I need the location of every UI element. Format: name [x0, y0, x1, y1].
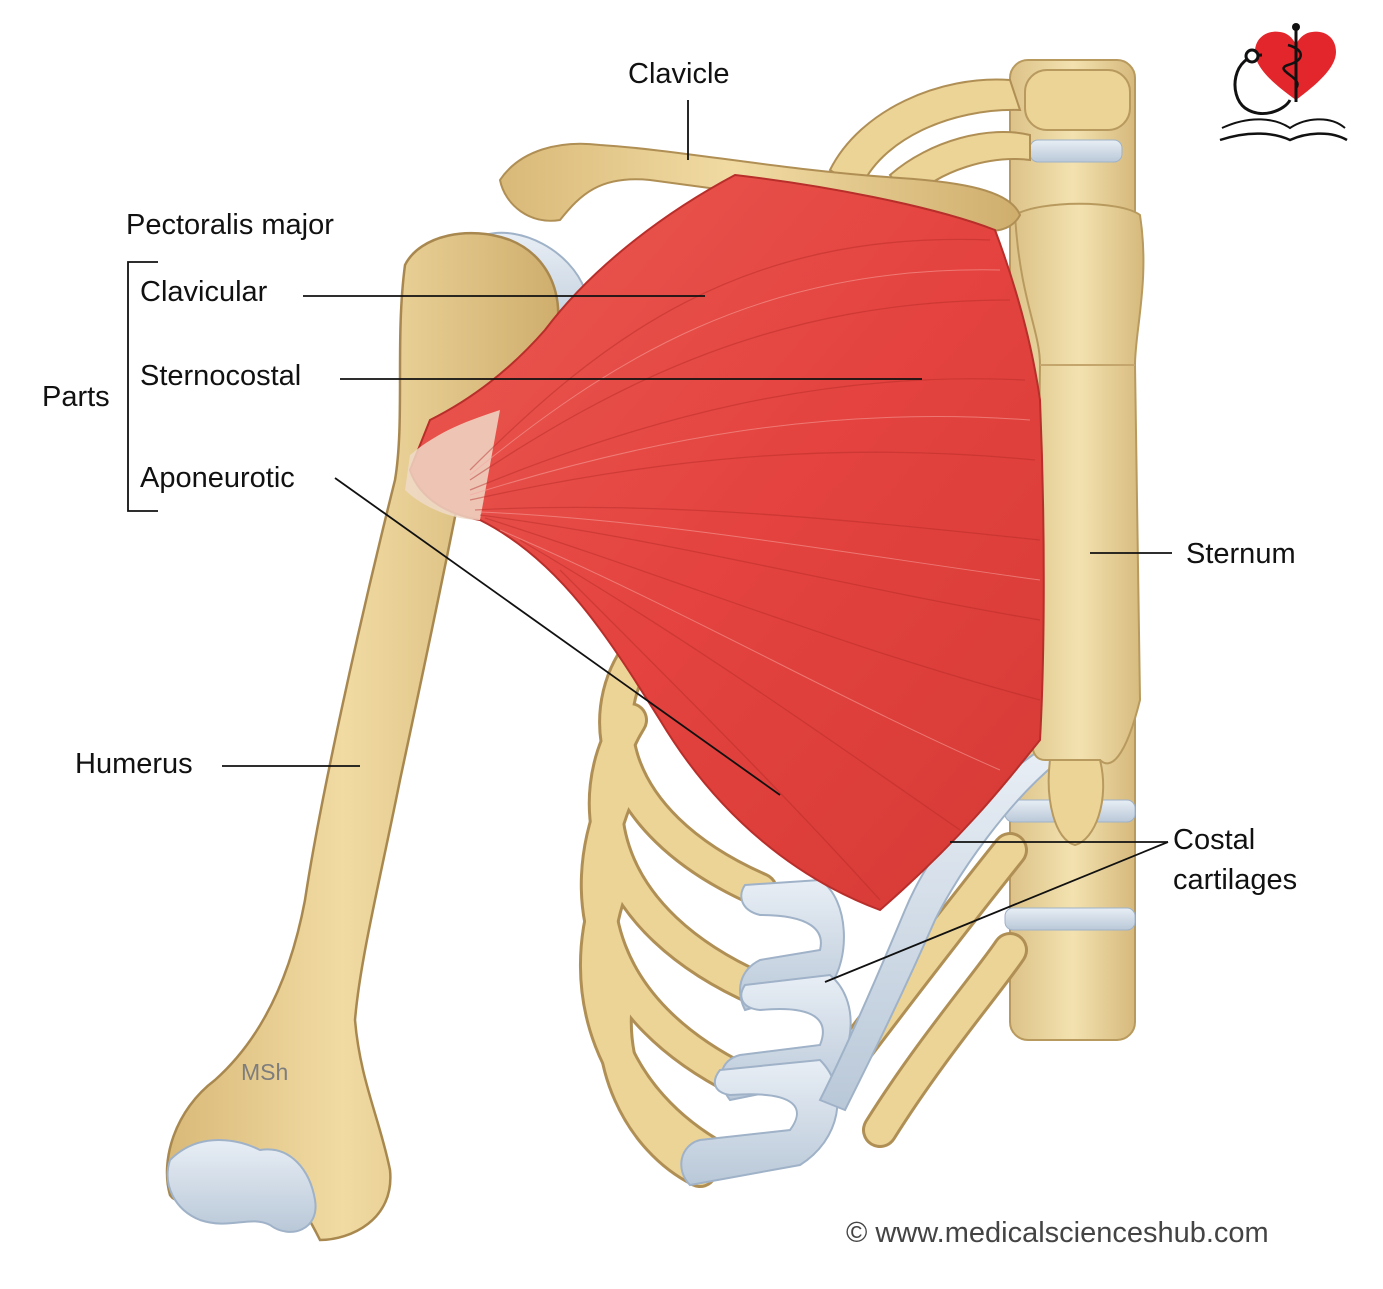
sternocostal-part-label: Sternocostal [140, 360, 302, 392]
artist-initials: MSh [241, 1059, 289, 1085]
clavicle-label: Clavicle [628, 58, 730, 90]
sternum-label: Sternum [1186, 538, 1296, 570]
sternum-bone [1013, 202, 1145, 847]
copyright-notice: © www.medicalscienceshub.com [846, 1217, 1269, 1249]
humerus-label: Humerus [75, 748, 193, 780]
costal-cartilages-shapes [680, 748, 1062, 1187]
aponeurotic-part-label: Aponeurotic [140, 462, 295, 494]
costal-cartilages-label-line1: Costal [1173, 824, 1256, 856]
clavicular-part-label: Clavicular [140, 276, 268, 308]
pectoralis-major-label: Pectoralis major [126, 209, 334, 241]
leader-lines [127, 100, 1172, 983]
heart-caduceus-book-logo-icon [1219, 23, 1348, 142]
parts-label: Parts [42, 381, 110, 413]
rib-cage [579, 622, 1028, 1188]
pectoralis-major-muscle [405, 173, 1045, 912]
costal-cartilages-label-line2: cartilages [1173, 864, 1298, 896]
